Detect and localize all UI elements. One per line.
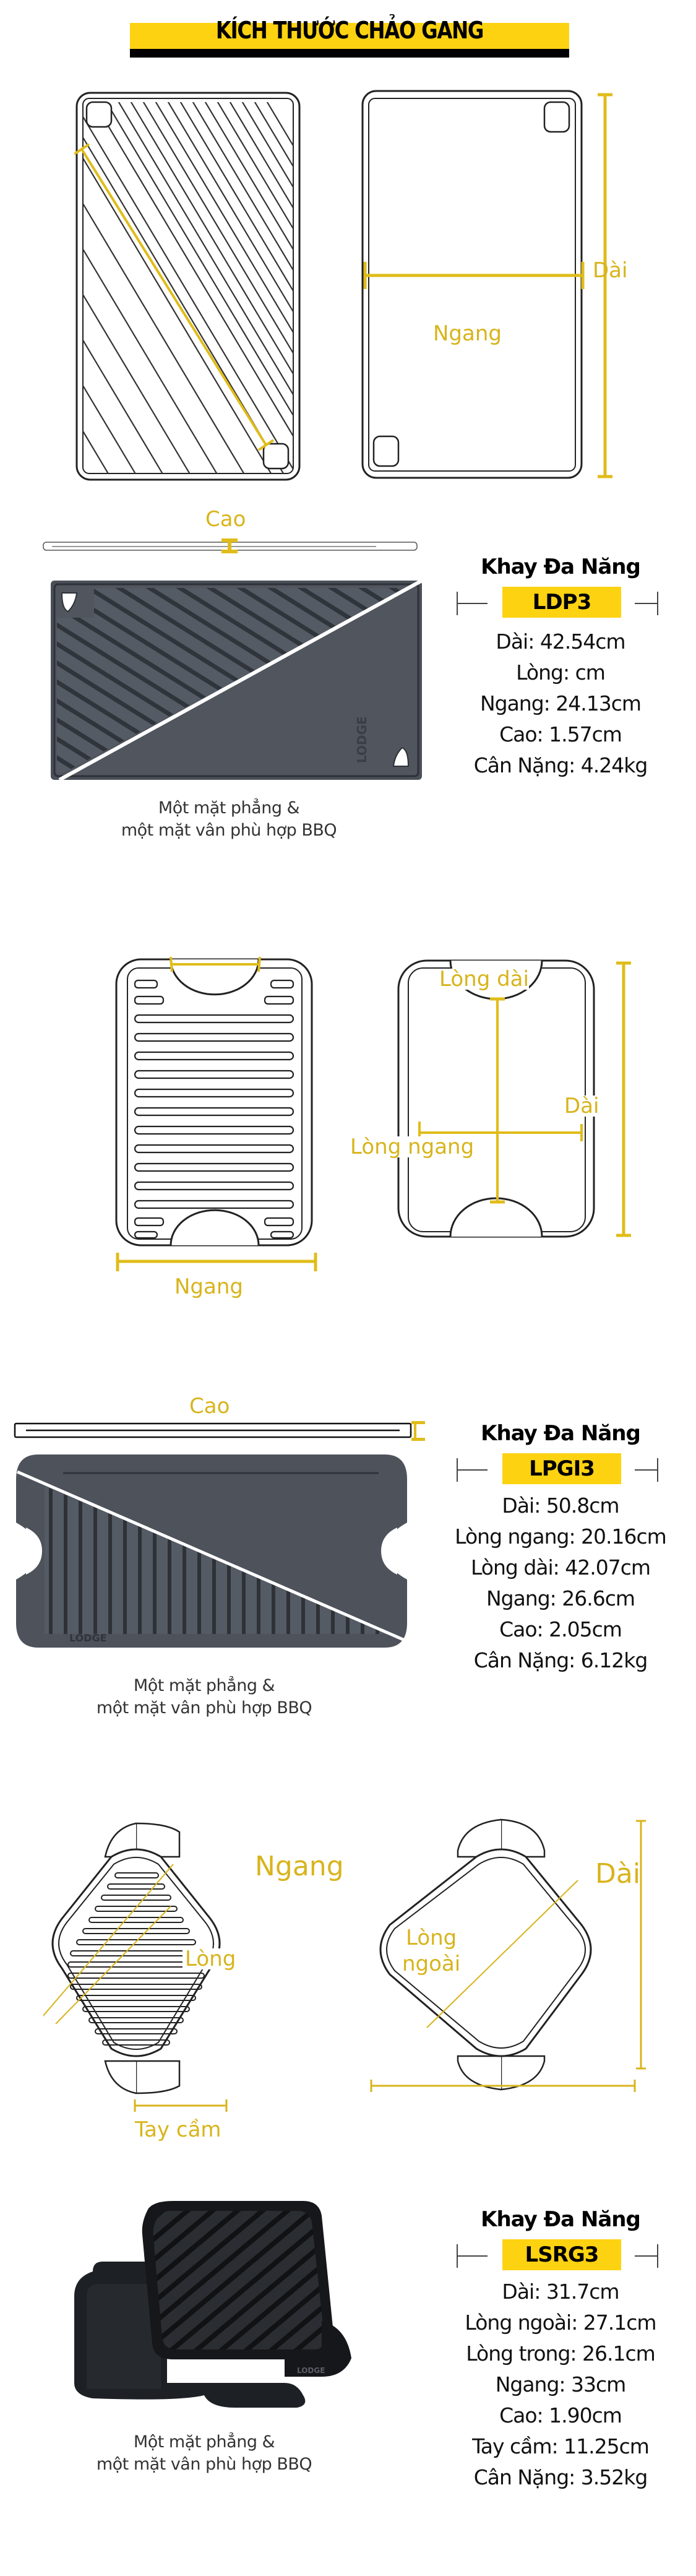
product-name: Khay Đa Năng — [481, 1421, 641, 1446]
ldp3-spec-panel: Khay Đa Năng LDP3 Dài: 42.54cm Lòng: cm … — [431, 555, 690, 781]
lsrg3-outer-inner-label: Lòng ngoài — [402, 1925, 460, 1977]
lpgi3-width-dimension — [116, 1253, 317, 1271]
model-badge-row: LDP3 — [431, 587, 690, 618]
spec-item: Cao: 1.90cm — [499, 2403, 622, 2427]
lpgi3-length-label: Dài — [564, 1094, 599, 1118]
caption-line-2: một mặt vân phù hợp BBQ — [96, 1698, 312, 1718]
caption-line-1: Một mặt phẳng & — [133, 1676, 275, 1695]
spec-item: Cao: 2.05cm — [499, 1617, 622, 1641]
spec-item: Lòng dài: 42.07cm — [470, 1555, 651, 1580]
ldp3-length-label: Dài — [593, 258, 628, 283]
spec-list: Dài: 50.8cm Lòng ngang: 20.16cm Lòng dài… — [431, 1490, 690, 1676]
spec-item: Ngang: 26.6cm — [486, 1586, 635, 1610]
bracket-right — [657, 2244, 658, 2268]
spec-item: Cao: 1.57cm — [499, 722, 622, 746]
lpgi3-product-photo: LODGE — [16, 1454, 407, 1648]
lsrg3-caption: Một mặt phẳng & một mặt vân phù hợp BBQ — [12, 2431, 396, 2476]
spec-list: Dài: 42.54cm Lòng: cm Ngang: 24.13cm Cao… — [431, 626, 690, 781]
spec-item: Tay cầm: 11.25cm — [472, 2434, 650, 2458]
model-badge-row: LPGI3 — [431, 1453, 690, 1484]
ldp3-height-label: Cao — [205, 507, 246, 532]
product-name: Khay Đa Năng — [481, 555, 641, 579]
lpgi3-ribbed-side-drawing — [115, 956, 313, 1247]
lsrg3-width-label: Ngang — [255, 1851, 344, 1882]
header-banner: KÍCH THƯỚC CHẢO GANG — [130, 17, 569, 58]
lsrg3-length-label: Dài — [595, 1858, 641, 1890]
spec-item: Dài: 31.7cm — [502, 2280, 619, 2304]
model-badge: LSRG3 — [502, 2239, 621, 2270]
model-badge-row: LSRG3 — [431, 2239, 690, 2270]
outer-inner-label-line-2: ngoài — [402, 1951, 461, 1976]
bracket-line-right — [635, 603, 657, 604]
banner-black-bar — [130, 49, 569, 58]
ldp3-product-photo: LODGE — [51, 581, 422, 780]
bracket-line-left — [457, 2255, 488, 2257]
lsrg3-flat-side-drawing — [370, 1818, 646, 2092]
bracket-line-left — [457, 603, 488, 604]
lpgi3-flat-side-drawing — [397, 959, 631, 1238]
ldp3-ribbed-side-drawing — [74, 92, 301, 481]
lsrg3-spec-panel: Khay Đa Năng LSRG3 Dài: 31.7cm Lòng ngoà… — [431, 2207, 690, 2493]
lsrg3-product-photo: LODGE — [74, 2201, 351, 2408]
lsrg3-handle-label: Tay cầm — [135, 2117, 221, 2142]
spec-item: Cân Nặng: 3.52kg — [473, 2465, 648, 2489]
ldp3-flat-side-drawing — [361, 90, 612, 479]
svg-text:LODGE: LODGE — [354, 716, 369, 763]
spec-item: Cân Nặng: 6.12kg — [473, 1648, 648, 1672]
bracket-right — [657, 592, 658, 615]
spec-item: Cân Nặng: 4.24kg — [473, 753, 648, 777]
caption-line-1: Một mặt phẳng & — [158, 798, 300, 818]
spec-item: Dài: 42.54cm — [496, 629, 625, 654]
lpgi3-width-label: Ngang — [174, 1274, 243, 1299]
ldp3-width-label: Ngang — [433, 321, 502, 346]
bracket-right — [657, 1458, 658, 1482]
bracket-line-right — [635, 2255, 657, 2257]
model-badge: LDP3 — [502, 587, 621, 618]
lsrg3-ribbed-side-drawing — [43, 1822, 221, 2094]
banner-yellow-bar — [130, 23, 569, 49]
lpgi3-spec-panel: Khay Đa Năng LPGI3 Dài: 50.8cm Lòng ngan… — [431, 1421, 690, 1676]
spec-item: Lòng ngoài: 27.1cm — [465, 2310, 656, 2335]
lpgi3-height-label: Cao — [189, 1394, 230, 1419]
caption-line-1: Một mặt phẳng & — [133, 2432, 275, 2452]
spec-item: Ngang: 24.13cm — [479, 691, 642, 715]
model-badge: LPGI3 — [502, 1453, 621, 1484]
lpgi3-side-profile — [14, 1421, 425, 1441]
bracket-line-left — [457, 1469, 488, 1471]
ldp3-caption: Một mặt phẳng & một mặt vân phù hợp BBQ — [37, 797, 421, 842]
lpgi3-inner-length-label: Lòng dài — [439, 967, 529, 992]
lsrg3-handle-dimension — [134, 2099, 228, 2112]
lpgi3-caption: Một mặt phẳng & một mặt vân phù hợp BBQ — [12, 1675, 396, 1719]
bracket-line-right — [635, 1469, 657, 1471]
caption-line-2: một mặt vân phù hợp BBQ — [96, 2455, 312, 2474]
outer-inner-label-line-1: Lòng — [405, 1926, 457, 1950]
ldp3-side-profile — [43, 538, 418, 553]
page-title: KÍCH THƯỚC CHẢO GANG — [215, 17, 484, 44]
spec-item: Dài: 50.8cm — [502, 1493, 619, 1518]
spec-item: Lòng: cm — [516, 660, 606, 685]
lsrg3-inner-label: Lòng — [183, 1948, 239, 1969]
product-name: Khay Đa Năng — [481, 2207, 641, 2232]
svg-text:LODGE: LODGE — [69, 1632, 107, 1644]
svg-text:LODGE: LODGE — [297, 2366, 325, 2375]
spec-item: Lòng trong: 26.1cm — [466, 2341, 656, 2366]
lpgi3-inner-width-label: Lòng ngang — [350, 1135, 475, 1159]
spec-item: Ngang: 33cm — [495, 2372, 627, 2397]
caption-line-2: một mặt vân phù hợp BBQ — [121, 821, 337, 840]
spec-list: Dài: 31.7cm Lòng ngoài: 27.1cm Lòng tron… — [431, 2276, 690, 2493]
spec-item: Lòng ngang: 20.16cm — [455, 1524, 667, 1549]
